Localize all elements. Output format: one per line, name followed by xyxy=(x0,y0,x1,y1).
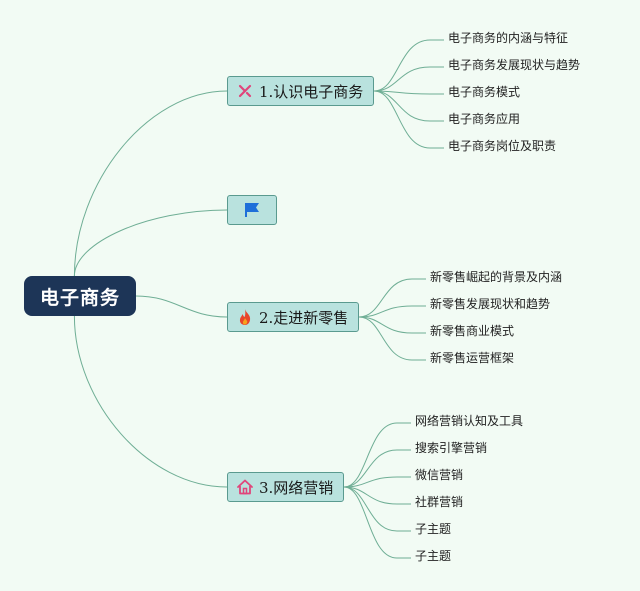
topic-link xyxy=(73,90,228,277)
topic-link xyxy=(73,209,228,277)
topic-label: 3.网络营销 xyxy=(259,478,334,497)
crossed-tools-icon xyxy=(236,82,254,100)
subtopic-link xyxy=(343,486,411,532)
subtopic-link xyxy=(373,90,444,122)
subtopic-link xyxy=(343,486,411,559)
topic-new-retail[interactable]: 2.走进新零售 xyxy=(227,302,360,332)
topic-label: 2.走进新零售 xyxy=(259,308,349,327)
subtopic-link xyxy=(373,90,444,95)
topic-flag[interactable] xyxy=(227,195,277,225)
subtopic-link xyxy=(343,422,411,488)
subtopic-item[interactable]: 新零售发展现状和趋势 xyxy=(430,297,551,311)
subtopic-item[interactable]: 子主题 xyxy=(415,522,452,536)
subtopic-item[interactable]: 网络营销认知及工具 xyxy=(415,414,524,428)
root-topic[interactable]: 电子商务 xyxy=(24,276,136,316)
subtopic-link xyxy=(373,90,444,149)
subtopic-item[interactable]: 电子商务模式 xyxy=(448,85,521,99)
subtopic-item[interactable]: 新零售运营框架 xyxy=(430,351,515,365)
topic-label: 1.认识电子商务 xyxy=(259,82,364,101)
subtopic-link xyxy=(358,278,426,318)
subtopic-item[interactable]: 搜索引擎营销 xyxy=(415,441,488,455)
subtopic-item[interactable]: 新零售崛起的背景及内涵 xyxy=(430,270,563,284)
subtopic-link xyxy=(373,39,444,92)
subtopic-link xyxy=(343,486,411,505)
topic-link xyxy=(73,315,228,488)
subtopic-item[interactable]: 新零售商业模式 xyxy=(430,324,515,338)
flag-icon xyxy=(243,201,261,219)
subtopic-link xyxy=(343,476,411,488)
subtopic-item[interactable]: 电子商务岗位及职责 xyxy=(448,139,557,153)
subtopic-item[interactable]: 子主题 xyxy=(415,549,452,563)
topic-recognize-ecommerce[interactable]: 1.认识电子商务 xyxy=(227,76,375,106)
subtopic-item[interactable]: 电子商务发展现状与趋势 xyxy=(448,58,581,72)
home-icon xyxy=(236,478,254,496)
topic-network-marketing[interactable]: 3.网络营销 xyxy=(227,472,345,502)
subtopic-item[interactable]: 电子商务的内涵与特征 xyxy=(448,31,569,45)
subtopic-link xyxy=(358,305,426,318)
subtopic-link xyxy=(343,449,411,488)
subtopic-item[interactable]: 社群营销 xyxy=(415,495,464,509)
subtopic-link xyxy=(373,66,444,92)
subtopic-item[interactable]: 电子商务应用 xyxy=(448,112,521,126)
fire-icon xyxy=(236,308,254,326)
subtopic-link xyxy=(358,316,426,361)
topic-link xyxy=(135,295,228,318)
subtopic-item[interactable]: 微信营销 xyxy=(415,468,464,482)
subtopic-link xyxy=(358,316,426,334)
